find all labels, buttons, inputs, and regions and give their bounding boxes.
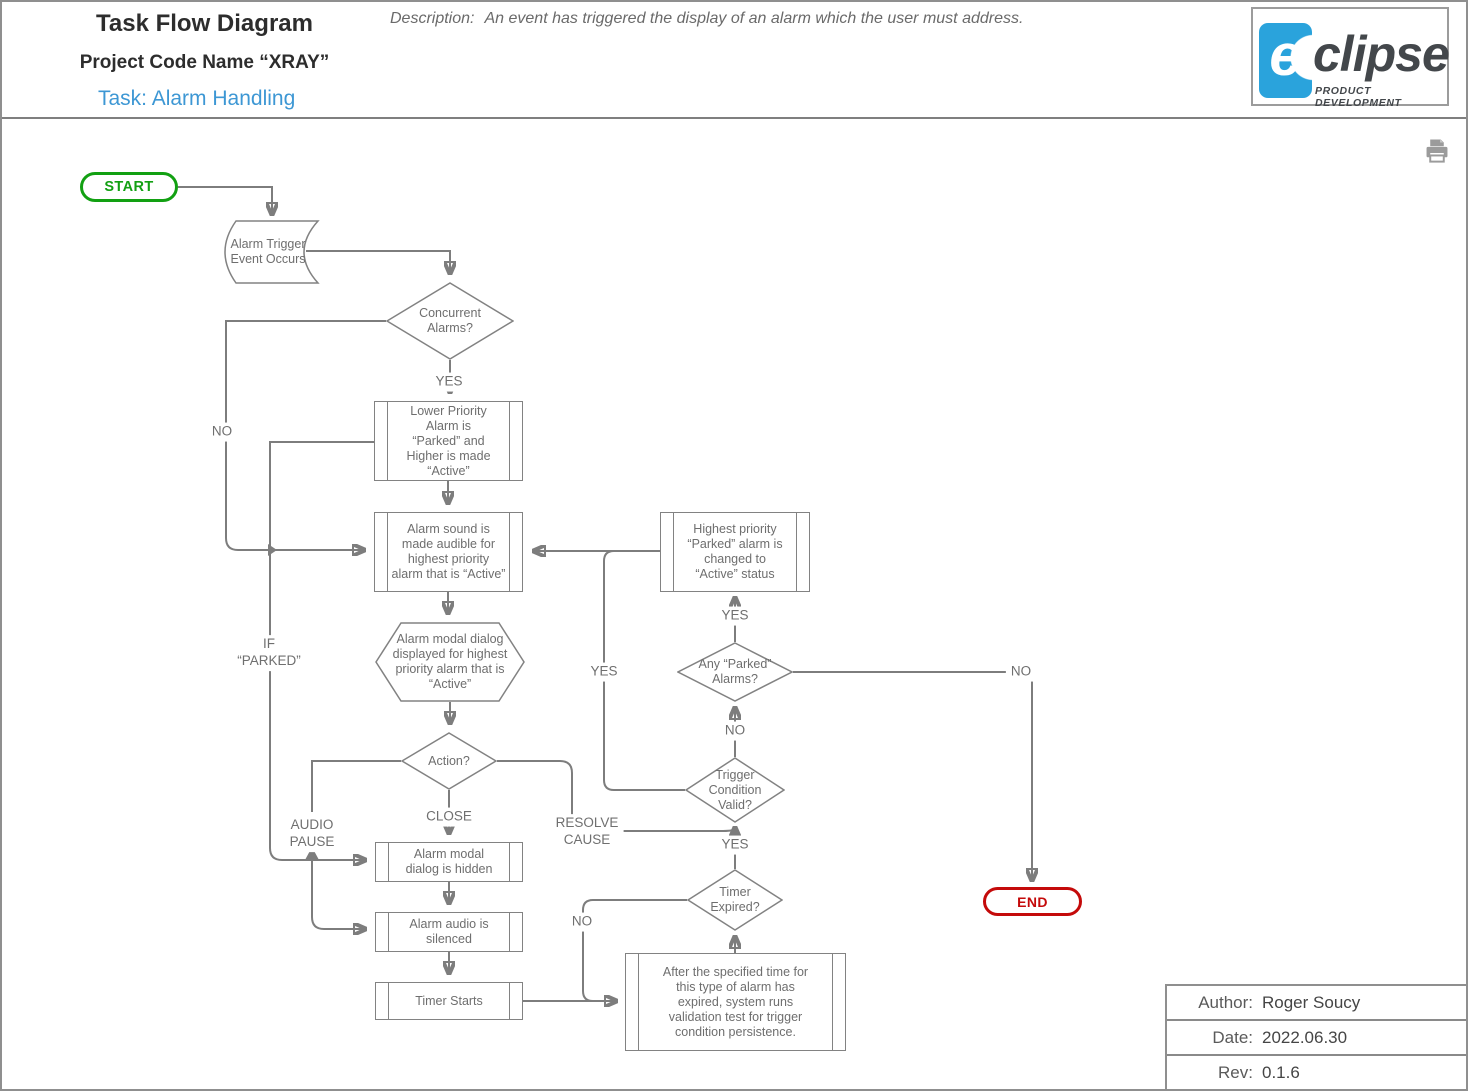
label-close: CLOSE xyxy=(421,807,477,827)
diamond-shape xyxy=(685,757,785,823)
node-action: Action? xyxy=(401,732,497,790)
node-text: Alarm modal dialog is hidden xyxy=(405,847,493,876)
info-row-rev: Rev: 0.1.6 xyxy=(1167,1056,1466,1089)
diamond-shape xyxy=(687,869,783,931)
node-alarm-trigger-event: Alarm Trigger Event Occurs xyxy=(216,219,332,285)
mid-arrow-audio-pause xyxy=(305,847,319,860)
label-audio-pause: AUDIO PAUSE xyxy=(284,816,340,852)
page-title: Task Flow Diagram xyxy=(96,10,313,37)
date-label: Date: xyxy=(1212,1027,1253,1047)
node-timer-starts: Timer Starts xyxy=(375,982,523,1020)
document-info-box: Author: Roger Soucy Date: 2022.06.30 Rev… xyxy=(1165,984,1466,1089)
start-label: START xyxy=(104,179,154,195)
date-value: 2022.06.30 xyxy=(1262,1027,1348,1047)
node-validation-after-time: After the specified time for this type o… xyxy=(625,953,846,1051)
description-text: An event has triggered the display of an… xyxy=(484,10,1024,27)
node-alarm-modal-displayed: Alarm modal dialog displayed for highest… xyxy=(375,622,525,702)
node-text: Alarm audio is silenced xyxy=(409,917,489,946)
node-trigger-condition-valid: Trigger Condition Valid? xyxy=(685,757,785,823)
display-shape xyxy=(224,220,320,284)
connector-action-audio-pause-a xyxy=(311,760,401,812)
node-text: Trigger Condition Valid? xyxy=(708,767,762,812)
label-concurrent-yes: YES xyxy=(430,372,468,392)
node-text: Any “Parked” Alarms? xyxy=(698,657,772,686)
description-label: Description: xyxy=(390,10,475,27)
node-text: Action? xyxy=(428,753,470,768)
mid-arrow-no-crossing xyxy=(268,544,277,556)
node-text: Timer Expired? xyxy=(710,885,760,914)
info-row-author: Author: Roger Soucy xyxy=(1167,986,1466,1019)
connector-trigger-event-to-concurrent xyxy=(306,250,450,273)
node-any-parked-alarms: Any “Parked” Alarms? xyxy=(677,642,793,702)
diamond-shape xyxy=(386,282,514,360)
node-text: After the specified time for this type o… xyxy=(662,964,809,1039)
task-subtitle: Task: Alarm Handling xyxy=(98,87,296,110)
project-code-name: Project Code Name “XRAY” xyxy=(79,52,330,73)
eclipse-logo: e clipse PRODUCT DEVELOPMENT xyxy=(1251,7,1450,109)
node-text: Alarm Trigger Event Occurs xyxy=(230,237,306,266)
info-row-date: Date: 2022.06.30 xyxy=(1167,1021,1466,1054)
connector-concurrent-no xyxy=(225,320,386,550)
end-node: END xyxy=(983,887,1082,916)
label-trigger-yes: YES xyxy=(585,662,623,682)
diamond-shape xyxy=(401,732,497,790)
node-text: Concurrent Alarms? xyxy=(419,306,481,335)
header-divider xyxy=(2,117,1466,119)
node-alarm-sound-audible: Alarm sound is made audible for highest … xyxy=(374,512,523,592)
label-parked-yes: YES xyxy=(716,606,754,626)
author-value: Roger Soucy xyxy=(1262,992,1361,1012)
connector-if-parked xyxy=(269,441,374,860)
label-resolve-cause: RESOLVE CAUSE xyxy=(550,814,624,850)
diamond-shape xyxy=(677,642,793,702)
node-text: Alarm sound is made audible for highest … xyxy=(391,522,506,581)
logo-e-mark: e xyxy=(1259,23,1312,98)
label-parked-no: NO xyxy=(1005,662,1037,682)
node-modal-hidden: Alarm modal dialog is hidden xyxy=(375,842,523,882)
node-audio-silenced: Alarm audio is silenced xyxy=(375,912,523,952)
label-timer-yes: YES xyxy=(716,835,754,855)
node-concurrent-alarms: Concurrent Alarms? xyxy=(386,282,514,360)
logo-wordmark: clipse xyxy=(1313,26,1450,82)
hexagon-shape xyxy=(375,622,525,702)
node-lower-priority-parked: Lower Priority Alarm is “Parked” and Hig… xyxy=(374,401,523,481)
label-concurrent-no: NO xyxy=(206,422,238,442)
connector-timer-expired-no xyxy=(582,899,687,1002)
node-text: Alarm modal dialog displayed for highest… xyxy=(392,632,508,691)
label-timer-no: NO xyxy=(566,912,598,932)
node-timer-expired: Timer Expired? xyxy=(687,869,783,931)
connector-start-to-trigger-event xyxy=(178,186,272,214)
rev-label: Rev: xyxy=(1218,1062,1253,1082)
print-icon[interactable] xyxy=(1422,137,1452,169)
author-label: Author: xyxy=(1198,992,1253,1012)
node-highest-parked-to-active: Highest priority “Parked” alarm is chang… xyxy=(660,512,810,592)
label-trigger-no: NO xyxy=(719,721,751,741)
description: Description: An event has triggered the d… xyxy=(390,10,1023,28)
info-divider xyxy=(1167,1019,1466,1021)
info-divider xyxy=(1167,1054,1466,1056)
label-if-parked: IF “PARKED” xyxy=(232,635,306,671)
end-label: END xyxy=(1017,893,1048,910)
connector-any-parked-no xyxy=(793,671,1032,880)
node-text: Timer Starts xyxy=(415,993,483,1008)
logo-tagline: PRODUCT DEVELOPMENT xyxy=(1315,85,1402,109)
start-node: START xyxy=(80,172,178,202)
node-text: Highest priority “Parked” alarm is chang… xyxy=(687,522,783,581)
connector-action-audio-pause-b xyxy=(311,860,365,929)
rev-value: 0.1.6 xyxy=(1262,1062,1300,1082)
node-text: Lower Priority Alarm is “Parked” and Hig… xyxy=(406,403,491,478)
